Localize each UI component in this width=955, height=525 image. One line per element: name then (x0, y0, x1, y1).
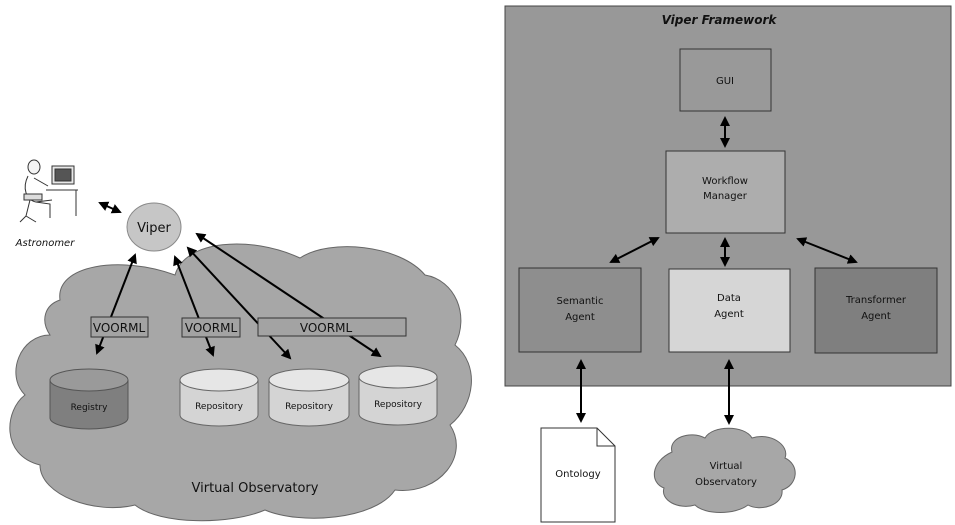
transformer-label-line1: Transformer (845, 295, 907, 306)
repository-label-1: Repository (195, 402, 244, 412)
voorml-label-3: VOORML (300, 321, 353, 335)
semantic-label-line2: Agent (565, 312, 595, 323)
repository-db-3 (358, 365, 438, 426)
semantic-label-line1: Semantic (557, 296, 604, 307)
workflow-label-line1: Workflow (702, 176, 748, 187)
arrow-workflow-transformer (796, 237, 858, 264)
virtual-observatory-small-cloud (654, 427, 796, 513)
repository-db-1 (179, 368, 259, 427)
arrow-astronomer-viper (98, 201, 122, 214)
viper-node (126, 202, 182, 252)
workflow-label-line2: Manager (703, 191, 748, 202)
data-label-line2: Agent (714, 309, 744, 320)
voorml-label-2: VOORML (185, 321, 238, 335)
voorml-box-1 (90, 316, 149, 338)
astronomer-label: Astronomer (15, 238, 76, 249)
voorml-box-3 (257, 317, 407, 337)
astronomer-icon (19, 159, 78, 223)
ontology-label: Ontology (555, 469, 600, 480)
registry-label: Registry (71, 403, 109, 413)
semantic-agent-box (518, 267, 642, 353)
framework-title: Viper Framework (662, 13, 778, 27)
ontology-document (540, 427, 616, 523)
transformer-agent-box (814, 267, 938, 354)
vo-small-label-line1: Virtual (710, 461, 743, 472)
data-label-line1: Data (717, 293, 741, 304)
registry-db (49, 368, 129, 430)
viper-label: Viper (137, 221, 171, 236)
vo-small-label-line2: Observatory (695, 477, 757, 488)
voorml-box-2 (181, 317, 241, 338)
repository-label-2: Repository (285, 402, 334, 412)
gui-box (679, 48, 772, 112)
voorml-label-1: VOORML (93, 321, 146, 335)
data-agent-box (668, 268, 791, 353)
workflow-manager-box (665, 150, 786, 234)
gui-label: GUI (716, 76, 734, 87)
virtual-observatory-label: Virtual Observatory (192, 481, 319, 496)
right-arrows (576, 116, 858, 425)
arrow-workflow-semantic (609, 237, 660, 263)
transformer-label-line2: Agent (861, 311, 891, 322)
repository-label-3: Repository (374, 400, 423, 410)
repository-db-2 (268, 368, 350, 427)
